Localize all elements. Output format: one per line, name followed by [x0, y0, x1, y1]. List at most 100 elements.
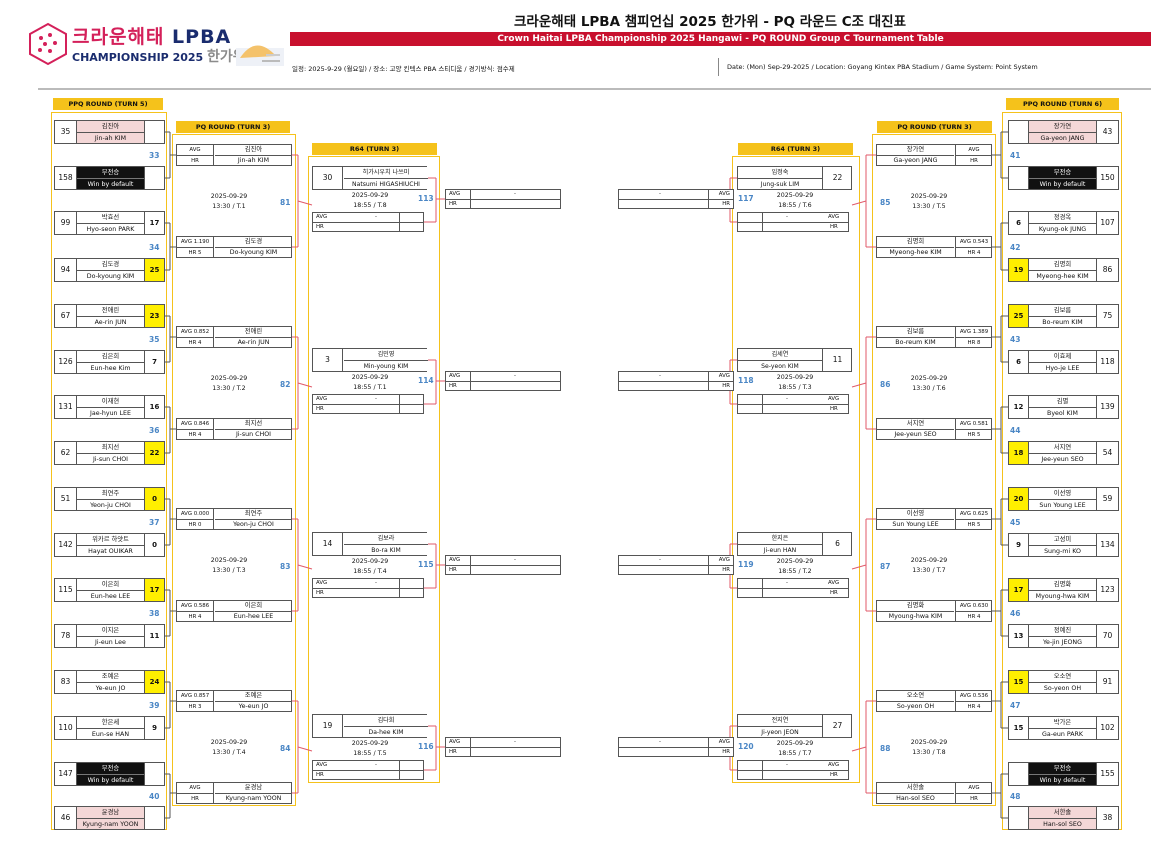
player-name-en: Sun Young LEE: [877, 519, 954, 529]
player-name-ko: 이효제: [1053, 353, 1072, 360]
match-number: 48: [1010, 792, 1021, 801]
player-score: [145, 807, 164, 829]
divider: [762, 395, 763, 413]
match-time: 13:30 / T.3: [212, 567, 246, 574]
player-name-ko: 조예은: [244, 692, 263, 699]
match-number: 116: [418, 742, 434, 751]
player-score: [1009, 121, 1028, 143]
bracket-line: [297, 200, 313, 206]
stat-placeholder: -: [375, 580, 377, 586]
player-avg: AVG: [968, 785, 980, 791]
match-number: 38: [149, 609, 160, 618]
match-date: 2025-09-29: [910, 739, 948, 746]
stat-placeholder: -: [514, 557, 516, 563]
player-avg: AVG 0.625: [959, 511, 989, 517]
player-name-ko: 김명희: [1053, 261, 1072, 268]
match-number: 46: [1010, 609, 1021, 618]
player-name-en: Myeong-hee KIM: [1029, 270, 1096, 281]
stat-placeholder: -: [786, 762, 788, 768]
player-name-ko: 최지선: [244, 420, 263, 427]
match-number: 117: [738, 194, 754, 203]
player-name-en: Byeol KIM: [1029, 407, 1096, 418]
player-name-en: Ji-sun CHOI: [77, 453, 144, 464]
